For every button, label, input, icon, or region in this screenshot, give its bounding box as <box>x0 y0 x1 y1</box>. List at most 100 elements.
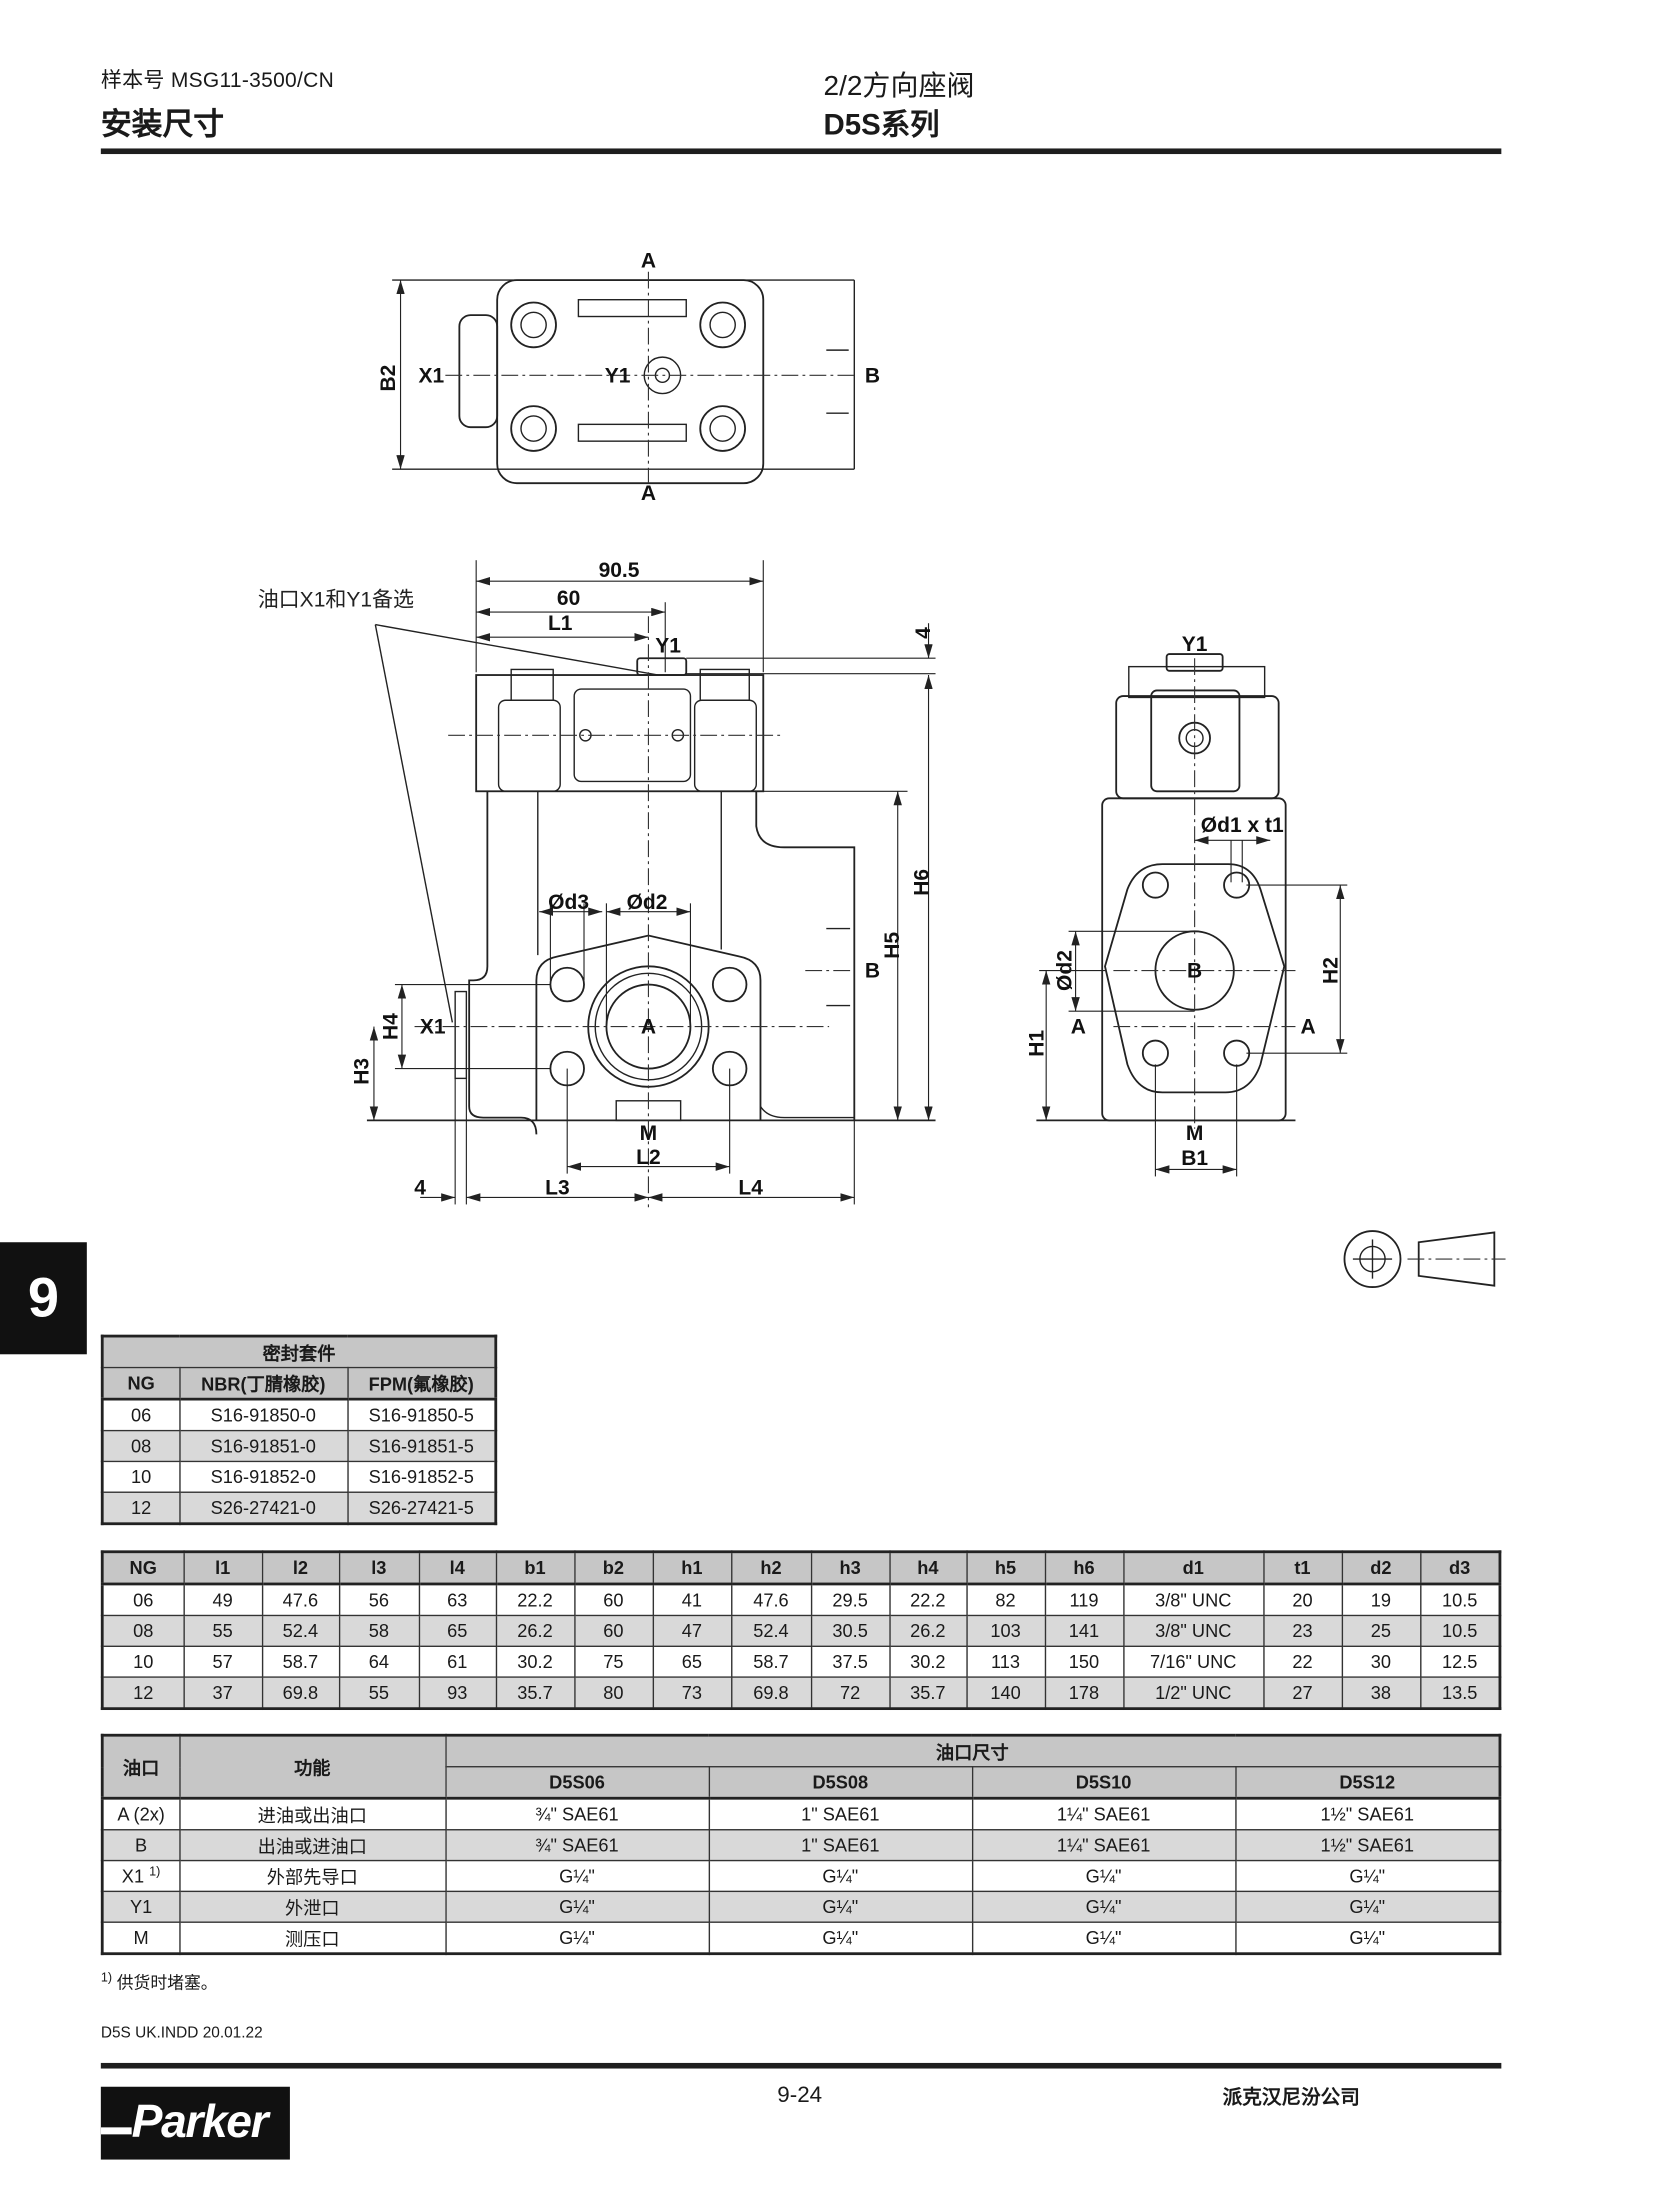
table-cell: 29.5 <box>810 1583 891 1617</box>
table-cell: 30 <box>1340 1645 1421 1678</box>
table-cell: 7/16" UNC <box>1122 1645 1264 1678</box>
footnote-ref: 1) <box>149 1864 161 1879</box>
size-cell: G¼" <box>971 1859 1236 1893</box>
column-header: NG <box>101 1366 180 1401</box>
port-name: B <box>135 1834 148 1856</box>
table-cell: 141 <box>1044 1614 1124 1647</box>
function-cell: 测压口 <box>178 1921 447 1955</box>
port-cell: A (2x) <box>101 1797 180 1831</box>
size-cell: 1½" SAE61 <box>1234 1829 1501 1862</box>
size-cell: ¾" SAE61 <box>444 1829 710 1862</box>
size-cell: G¼" <box>444 1890 710 1923</box>
port-name: M <box>133 1927 149 1949</box>
table-cell: 57 <box>182 1645 263 1678</box>
table-cell: 35.7 <box>888 1676 968 1710</box>
column-header: d2 <box>1340 1551 1421 1586</box>
table-cell: 08 <box>101 1429 180 1463</box>
chapter-tab: 9 <box>0 1242 87 1355</box>
table-cell: 12 <box>101 1676 185 1710</box>
table-cell: 113 <box>965 1645 1046 1678</box>
page-number: 9-24 <box>777 2083 823 2108</box>
series-title: D5S系列 <box>823 109 940 142</box>
column-header: l3 <box>338 1551 420 1586</box>
table-cell: 69.8 <box>261 1676 340 1710</box>
dim-h2-label: H2 <box>1319 957 1342 984</box>
table-cell: 64 <box>338 1645 420 1678</box>
column-header: h4 <box>888 1551 968 1586</box>
table-cell: 69.8 <box>730 1676 812 1710</box>
port-cell: X1 1) <box>101 1859 180 1893</box>
table-cell: 52.4 <box>730 1614 812 1647</box>
size-cell: 1" SAE61 <box>707 1797 973 1831</box>
footnote: 1) 供货时堵塞。 <box>101 1971 218 1995</box>
column-header: h5 <box>965 1551 1046 1586</box>
column-header: h2 <box>730 1551 812 1586</box>
table-cell: 10 <box>101 1460 180 1493</box>
front-port-y1-label: Y1 <box>655 635 681 658</box>
column-header: h3 <box>810 1551 891 1586</box>
dim-h6-label: H6 <box>911 869 934 896</box>
header-rule <box>100 148 1502 155</box>
column-header: NBR(丁腈橡胶) <box>178 1366 349 1401</box>
side-port-a-left-label: A <box>1071 1016 1086 1039</box>
parker-logo: Parker <box>100 2086 290 2160</box>
dim-l1-label: L1 <box>548 612 573 635</box>
table-cell: 13.5 <box>1419 1676 1501 1710</box>
side-port-b-label: B <box>1187 960 1202 983</box>
company-name: 派克汉尼汾公司 <box>1222 2085 1360 2108</box>
top-view-port-a-label: A <box>641 249 656 272</box>
table-cell: 80 <box>573 1676 654 1710</box>
table-cell: 22.2 <box>888 1583 968 1617</box>
column-header: b2 <box>573 1551 654 1586</box>
size-cell: G¼" <box>444 1921 710 1955</box>
catalog-number: 样本号 MSG11-3500/CN <box>100 68 335 93</box>
top-view-port-x1-label: X1 <box>419 364 445 387</box>
function-cell: 外泄口 <box>178 1890 447 1923</box>
table-cell: 178 <box>1044 1676 1124 1710</box>
table-cell: 06 <box>101 1583 185 1617</box>
table-cell: 10 <box>101 1645 185 1678</box>
table-cell: 3/8" UNC <box>1122 1583 1264 1617</box>
table-cell: 30.2 <box>495 1645 575 1678</box>
top-view-drawing: A A X1 Y1 B B2 <box>377 249 880 504</box>
table-cell: 72 <box>810 1676 891 1710</box>
column-header-model: D5S10 <box>971 1766 1236 1800</box>
size-cell: G¼" <box>444 1859 710 1893</box>
port-cell: M <box>101 1921 180 1955</box>
table-cell: 63 <box>418 1583 497 1617</box>
table-cell: 12 <box>101 1491 180 1525</box>
table-cell: 58.7 <box>261 1645 340 1678</box>
table-cell: 55 <box>338 1676 420 1710</box>
footer-rule <box>100 2062 1502 2069</box>
function-cell: 进油或出油口 <box>178 1797 447 1831</box>
size-cell: G¼" <box>707 1859 973 1893</box>
table-title: 密封套件 <box>101 1335 497 1369</box>
size-cell: G¼" <box>1234 1921 1501 1955</box>
front-port-b-label: B <box>865 960 880 983</box>
table-cell: 58.7 <box>730 1645 812 1678</box>
table-cell: 60 <box>573 1614 654 1647</box>
size-cell: G¼" <box>971 1890 1236 1923</box>
size-cell: 1½" SAE61 <box>1234 1797 1501 1831</box>
dim-h4-label: H4 <box>380 1013 403 1040</box>
function-cell: 外部先导口 <box>178 1859 447 1893</box>
table-cell: S16-91850-0 <box>178 1398 349 1432</box>
size-cell: 1¼" SAE61 <box>971 1797 1236 1831</box>
table-cell: 35.7 <box>495 1676 575 1710</box>
table-cell: 37.5 <box>810 1645 891 1678</box>
dim-h3-label: H3 <box>350 1058 373 1085</box>
port-name: X1 <box>121 1866 145 1888</box>
